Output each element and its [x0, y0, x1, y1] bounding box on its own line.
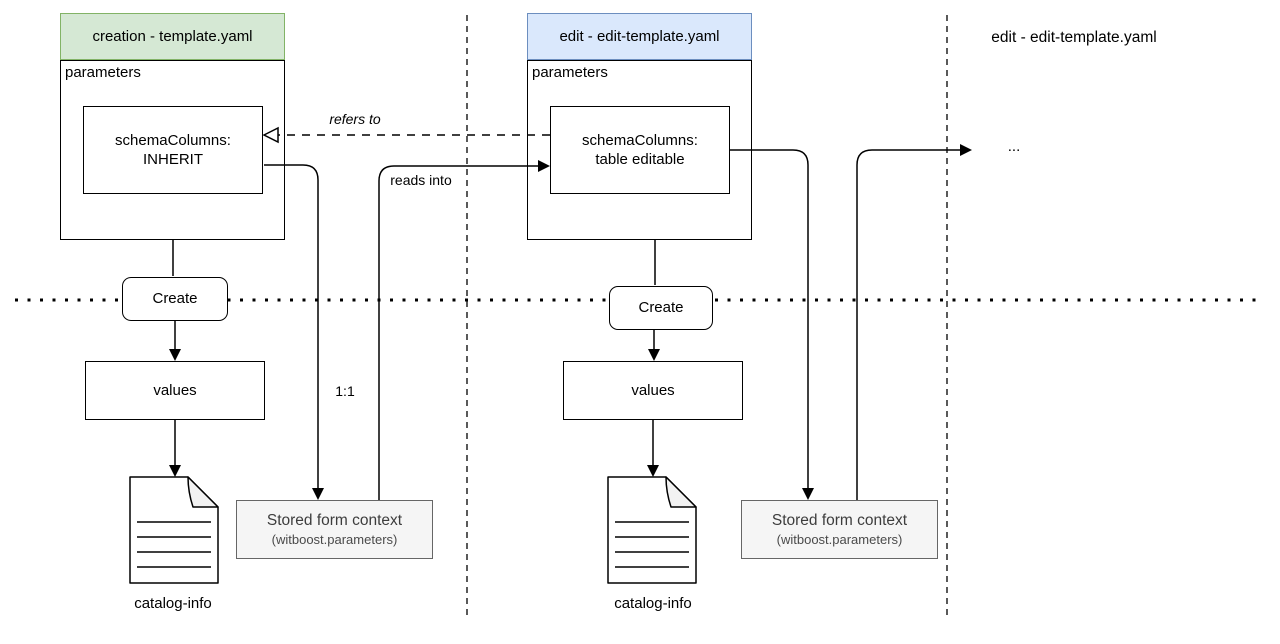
creation-stored-form-context-subtitle: (witboost.parameters) [271, 531, 398, 547]
edit-schemacolumns-line1: schemaColumns: [582, 131, 698, 149]
creation-schemacolumns-line2: INHERIT [142, 151, 203, 168]
edit-template-header-label: edit - edit-template.yaml [559, 28, 720, 45]
creation-stored-form-context-box: Stored form context (witboost.parameters… [236, 500, 433, 559]
creation-schemacolumns-line1: schemaColumns: [115, 131, 231, 149]
next-edit-template-title: edit - edit-template.yaml [991, 29, 1157, 46]
next-ellipsis: ... [1007, 138, 1021, 155]
refers-to-label: refers to [329, 111, 381, 127]
edit-template-header: edit - edit-template.yaml [527, 13, 752, 60]
creation-values-box: values [85, 361, 265, 420]
creation-create-button: Create [122, 277, 228, 321]
creation-template-header: creation - template.yaml [60, 13, 285, 60]
creation-catalog-info-label: catalog-info [134, 595, 212, 612]
edit-create-button: Create [609, 286, 713, 330]
creation-schemacolumns-box: schemaColumns: INHERIT [83, 106, 263, 194]
creation-template-header-label: creation - template.yaml [92, 28, 253, 45]
reads-into-label: reads into [390, 172, 452, 188]
edit-create-button-label: Create [638, 299, 684, 317]
edit-catalog-info-label: catalog-info [614, 595, 692, 612]
edit-schemacolumns-line2: table editable [595, 151, 685, 168]
creation-schemacolumns-text: schemaColumns: INHERIT [115, 131, 231, 170]
edit-parameters-label: parameters [532, 64, 608, 81]
creation-values-label: values [153, 381, 197, 399]
edit-stored-form-context-title: Stored form context [771, 511, 908, 529]
edit-values-box: values [563, 361, 743, 420]
ratio-1-1-label: 1:1 [335, 383, 355, 399]
edit-schemacolumns-box: schemaColumns: table editable [550, 106, 730, 194]
creation-stored-form-context-title: Stored form context [266, 511, 403, 529]
edit-stored-form-context-subtitle: (witboost.parameters) [776, 531, 903, 547]
edit-schemacolumns-text: schemaColumns: table editable [582, 131, 698, 170]
creation-parameters-label: parameters [65, 64, 141, 81]
edit-values-label: values [631, 381, 675, 399]
creation-create-button-label: Create [152, 290, 198, 308]
edit-stored-form-context-box: Stored form context (witboost.parameters… [741, 500, 938, 559]
